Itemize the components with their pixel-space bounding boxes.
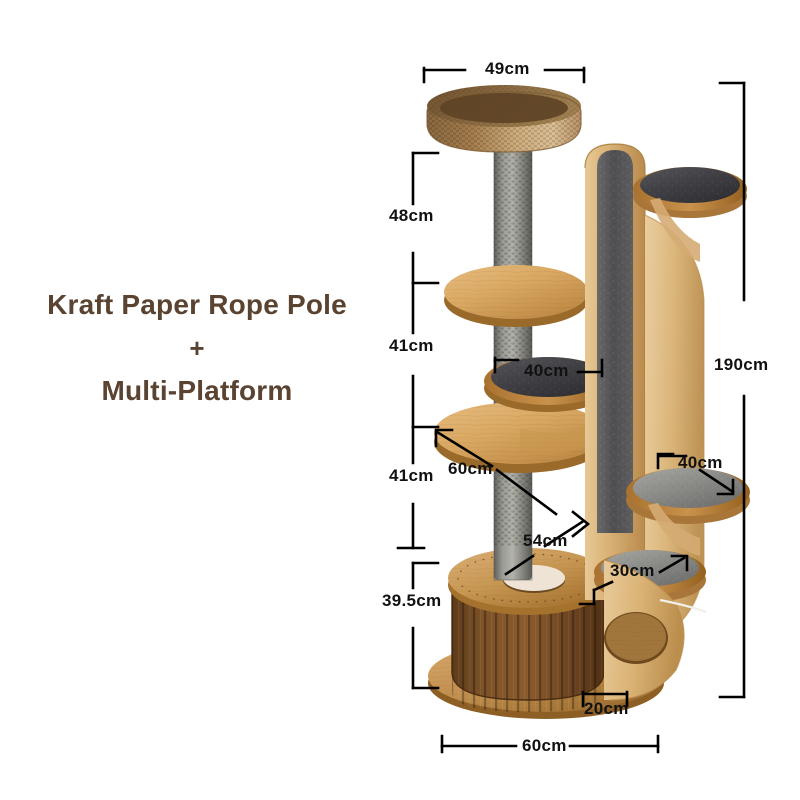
dim-label-49cm: 49cm (485, 59, 530, 78)
cord-detail (659, 598, 707, 614)
dim-label-41cm-a: 41cm (389, 336, 434, 355)
dim-label-20cm: 20cm (584, 699, 629, 718)
dim-label-40cm-right: 40cm (678, 453, 723, 472)
dim-label-30cm: 30cm (610, 561, 655, 580)
dim-label-48cm: 48cm (389, 206, 434, 225)
dim-label-60cm-base: 60cm (522, 736, 567, 755)
marketing-copy: Kraft Paper Rope Pole + Multi-Platform (0, 288, 394, 408)
headline-line-1: Kraft Paper Rope Pole (47, 289, 347, 320)
headline-plus: + (189, 333, 205, 363)
headline-line-2: Multi-Platform (101, 375, 293, 406)
dim-label-190cm: 190cm (714, 355, 769, 374)
dim-label-40cm-mid: 40cm (524, 361, 569, 380)
platform-upper-wood (444, 265, 588, 327)
dim-label-41cm-b: 41cm (389, 466, 434, 485)
arched-scratching-panel (584, 143, 646, 600)
platform-top-right (633, 167, 747, 262)
woven-basket-bed (426, 85, 582, 153)
cat-house-front-wall (603, 559, 685, 701)
dim-label-60cm: 60cm (448, 459, 493, 478)
dim-label-39-5cm: 39.5cm (382, 591, 442, 610)
dim-label-54cm: 54cm (523, 531, 568, 550)
